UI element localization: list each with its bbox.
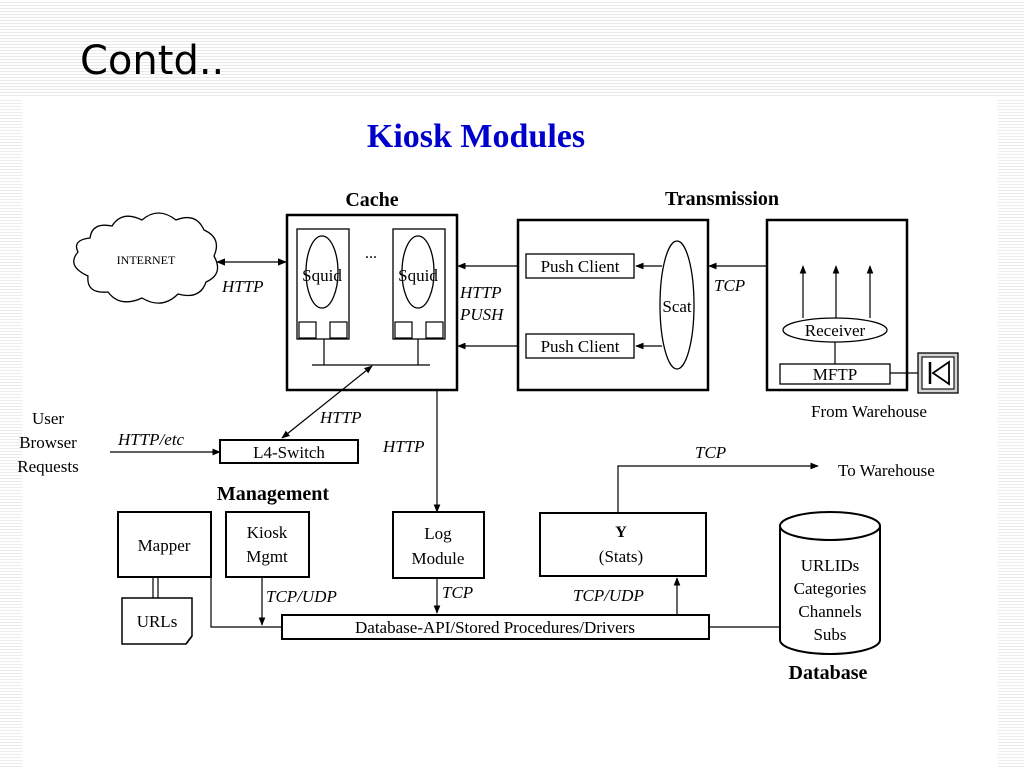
mapper-to-api-line (210, 577, 282, 628)
user-requests-line-1: User (32, 409, 64, 428)
log-module-box (392, 511, 485, 579)
kiosk-mgmt-label-2: Mgmt (246, 547, 288, 566)
to-warehouse-label: To Warehouse (838, 461, 935, 480)
squid-1-ellipse (305, 235, 339, 309)
left-stripes (0, 98, 22, 768)
squid-1-label: Squid (302, 266, 342, 285)
scat-label: Scat (662, 297, 692, 316)
switch-cache-arrow (281, 365, 373, 439)
log-tcp-label: TCP (442, 583, 473, 602)
stats-tcp-udp-label: TCP/UDP (573, 586, 644, 605)
mapper-box (117, 511, 212, 578)
user-requests-line-2: Browser (19, 433, 77, 452)
squid-2-label: Squid (398, 266, 438, 285)
kiosk-mgmt-box (225, 511, 310, 578)
mftp-box (779, 363, 891, 385)
urls-label: URLs (137, 612, 178, 631)
squid-2-port-b (425, 321, 444, 339)
right-stripes (998, 98, 1024, 768)
user-requests-line-3: Requests (17, 457, 78, 476)
http-push-label-1: HTTP (459, 283, 502, 302)
squid-ellipsis: ... (365, 245, 377, 262)
mgmt-tcp-udp-label: TCP/UDP (266, 587, 337, 606)
stats-label-2: (Stats) (599, 547, 643, 566)
db-contents-2: Categories (794, 579, 867, 598)
squid-1-port-b (329, 321, 348, 339)
l4-switch-label: L4-Switch (253, 443, 325, 462)
user-http-etc-label: HTTP/etc (117, 430, 185, 449)
transmission-tcp-label: TCP (714, 276, 745, 295)
database-header: Database (789, 662, 868, 684)
push-client-2-label: Push Client (541, 337, 620, 356)
from-warehouse-label: From Warehouse (811, 402, 927, 421)
log-module-label-2: Module (412, 549, 465, 568)
internet-label: INTERNET (117, 253, 176, 267)
log-module-label-1: Log (424, 524, 452, 543)
slide-title: Contd.. (80, 38, 225, 84)
management-header: Management (217, 483, 330, 505)
squid-2-port-a (394, 321, 413, 339)
log-http-label: HTTP (382, 437, 425, 456)
push-client-2-box (525, 333, 635, 359)
urls-document-fold (185, 635, 193, 645)
scat-ellipse (659, 240, 695, 370)
receiver-label: Receiver (805, 321, 866, 340)
stats-box (539, 512, 707, 577)
internet-http-label: HTTP (221, 277, 264, 296)
squid-1-port-a (298, 321, 317, 339)
cache-header: Cache (345, 189, 398, 211)
http-push-label-2: PUSH (459, 305, 505, 324)
transmission-header: Transmission (665, 188, 779, 210)
database-cylinder (779, 511, 881, 655)
warehouse-tcp-label: TCP (695, 443, 726, 462)
switch-http-label: HTTP (319, 408, 362, 427)
stats-label-1: Y (615, 524, 627, 541)
internet-cloud: INTERNET (73, 212, 219, 304)
db-contents-1: URLIDs (801, 556, 860, 575)
satellite-dish-icon (917, 352, 959, 394)
header-stripes (0, 0, 1024, 98)
l4-switch-box (219, 439, 359, 464)
squid-2-ellipse (401, 235, 435, 309)
db-contents-4: Subs (813, 625, 846, 644)
diagram-title: Kiosk Modules (367, 118, 585, 155)
db-api-label: Database-API/Stored Procedures/Drivers (355, 618, 635, 637)
mftp-label: MFTP (813, 365, 857, 384)
stats-to-warehouse-arrow (617, 462, 819, 513)
mapper-label: Mapper (138, 536, 191, 555)
push-client-1-box (525, 253, 635, 279)
push-client-1-label: Push Client (541, 257, 620, 276)
db-contents-3: Channels (798, 602, 861, 621)
receiver-box (765, 218, 909, 392)
kiosk-mgmt-label-1: Kiosk (247, 523, 288, 542)
